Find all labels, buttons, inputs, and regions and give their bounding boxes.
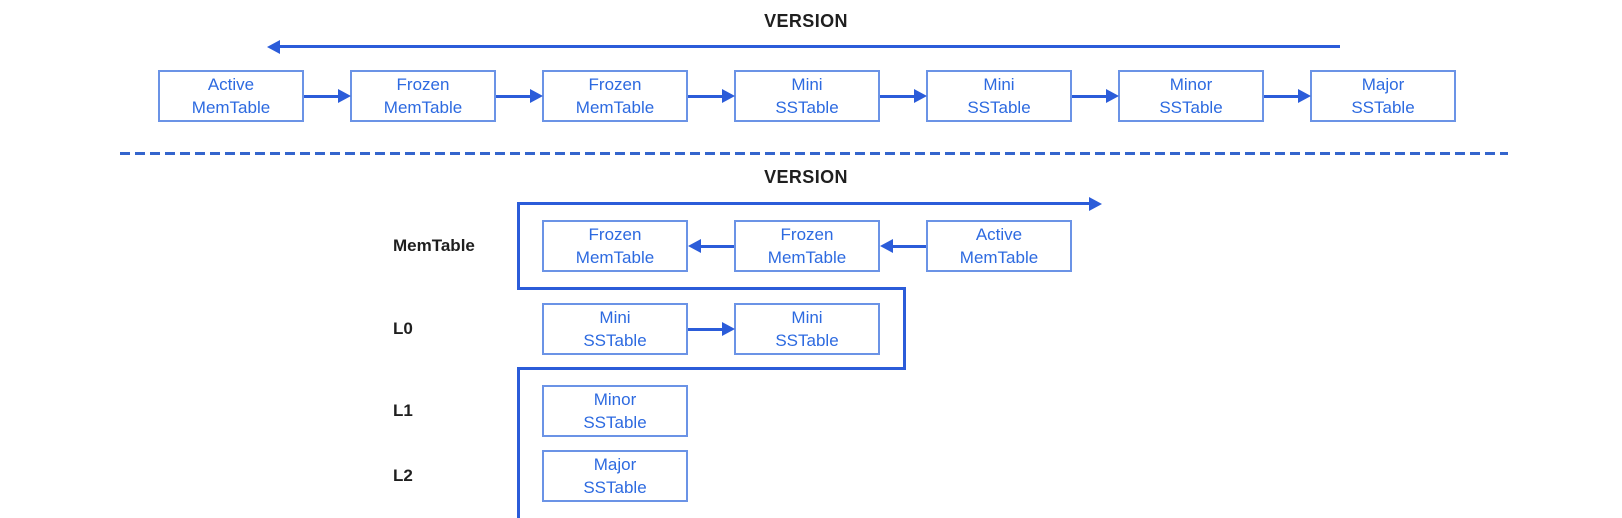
node-frozen-memtable-b1: Frozen MemTable xyxy=(542,220,688,272)
arrow-line xyxy=(1264,94,1300,98)
arrow-right-icon xyxy=(914,89,927,103)
level-bracket-segment xyxy=(517,367,520,518)
top-version-title: VERSION xyxy=(764,11,848,31)
node-major-sstable: Major SSTable xyxy=(1310,70,1456,122)
top-version-arrow-line xyxy=(279,45,1340,48)
arrow-line xyxy=(688,94,724,98)
level-bracket-segment xyxy=(903,287,906,370)
arrow-right-icon xyxy=(338,89,351,103)
node-active-memtable: Active MemTable xyxy=(158,70,304,122)
node-mini-sstable-1: Mini SSTable xyxy=(734,70,880,122)
bottom-version-title: VERSION xyxy=(764,167,848,187)
node-frozen-memtable-2: Frozen MemTable xyxy=(542,70,688,122)
arrow-right-icon xyxy=(530,89,543,103)
row-label-memtable: MemTable xyxy=(393,236,475,255)
level-bracket-segment xyxy=(517,287,906,290)
arrow-right-icon xyxy=(722,89,735,103)
arrow-left-icon xyxy=(688,239,701,253)
arrow-right-icon xyxy=(1298,89,1311,103)
arrow-line xyxy=(688,327,724,331)
row-label-l1: L1 xyxy=(393,401,413,420)
node-active-memtable-b: Active MemTable xyxy=(926,220,1072,272)
row-label-l0: L0 xyxy=(393,319,413,338)
node-mini-sstable-b1: Mini SSTable xyxy=(542,303,688,355)
node-minor-sstable: Minor SSTable xyxy=(1118,70,1264,122)
arrow-line xyxy=(304,94,340,98)
row-label-l2: L2 xyxy=(393,466,413,485)
arrow-line xyxy=(1072,94,1108,98)
bottom-version-arrowhead-right-icon xyxy=(1089,196,1102,211)
arrow-right-icon xyxy=(722,322,735,336)
top-version-arrowhead-left-icon xyxy=(267,39,280,54)
arrow-line xyxy=(880,94,916,98)
node-mini-sstable-2: Mini SSTable xyxy=(926,70,1072,122)
arrow-line xyxy=(891,244,926,248)
node-minor-sstable-b: Minor SSTable xyxy=(542,385,688,437)
node-frozen-memtable-1: Frozen MemTable xyxy=(350,70,496,122)
bottom-version-arrow-line xyxy=(517,202,1091,205)
arrow-line xyxy=(699,244,734,248)
node-major-sstable-b: Major SSTable xyxy=(542,450,688,502)
level-bracket-segment xyxy=(517,202,520,290)
node-mini-sstable-b2: Mini SSTable xyxy=(734,303,880,355)
arrow-line xyxy=(496,94,532,98)
arrow-right-icon xyxy=(1106,89,1119,103)
node-frozen-memtable-b2: Frozen MemTable xyxy=(734,220,880,272)
section-divider xyxy=(120,152,1508,155)
arrow-left-icon xyxy=(880,239,893,253)
level-bracket-segment xyxy=(517,367,906,370)
